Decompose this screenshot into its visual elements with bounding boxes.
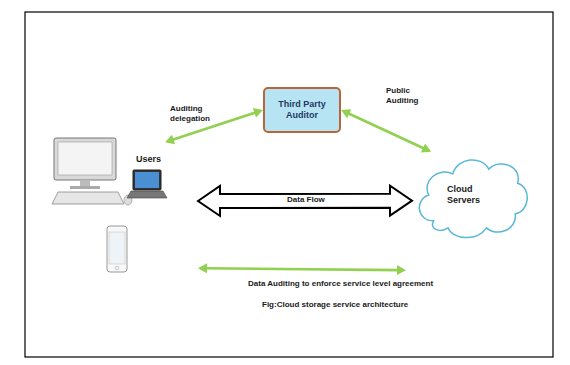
- cloud-shape: Cloud Servers: [412, 148, 532, 242]
- edge-label: Data Flow: [286, 195, 326, 205]
- data-flow-arrow: [198, 186, 412, 216]
- green-arrow: [341, 109, 431, 152]
- edge-label: Public Auditing: [386, 86, 434, 106]
- figure-frame: [25, 12, 553, 357]
- node-text: Third Party Auditor: [270, 99, 334, 121]
- figure-caption: Fig:Cloud storage service architecture: [262, 300, 408, 310]
- desktop-computer: [52, 138, 132, 205]
- green-arrow: [165, 108, 263, 144]
- green-arrow: [198, 263, 406, 275]
- node-text: Cloud Servers: [447, 184, 497, 206]
- phone: [107, 226, 127, 272]
- edge-label: Auditing delegation: [170, 104, 218, 124]
- node-text: Users: [136, 154, 161, 165]
- laptop: [127, 170, 167, 198]
- auditor-box: Third Party Auditor: [263, 87, 341, 133]
- edge-label: Data Auditing to enforce service level a…: [248, 279, 433, 289]
- user-group: Users: [48, 138, 198, 278]
